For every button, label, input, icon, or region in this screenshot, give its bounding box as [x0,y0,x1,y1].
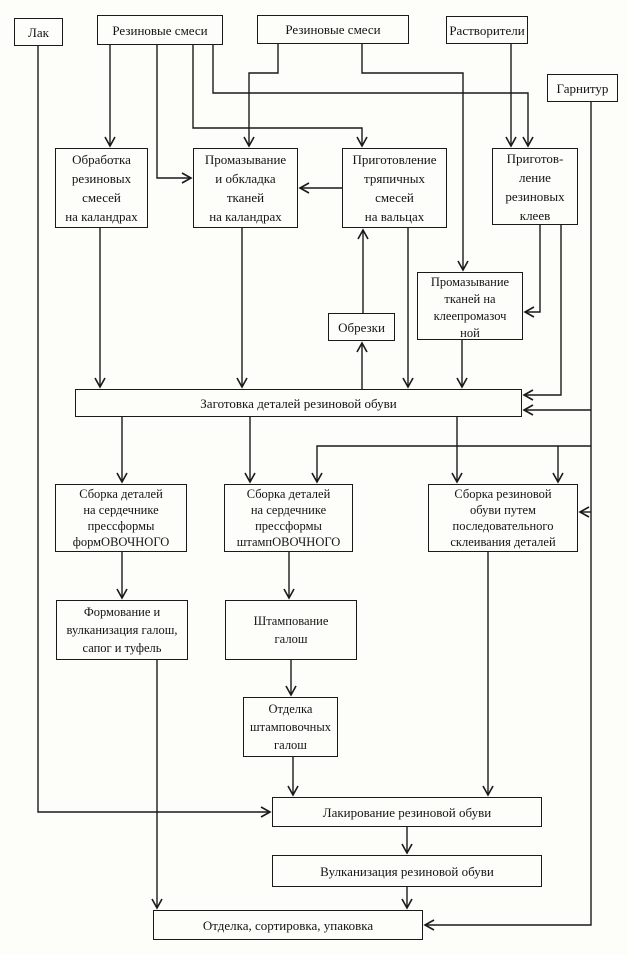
node-zagotovka-detaley: Заготовка деталей резиновой обуви [75,389,522,417]
edge-smesi1-prigotovlenie-kleev [212,45,534,148]
node-lak: Лак [14,18,63,46]
node-rezinovye-smesi-2: Резиновые смеси [257,15,409,44]
edge-lak-lakirovanie [37,46,272,818]
edge-smesi2-kleepromazochnaya [361,44,469,272]
node-shtampovanie-galosh: Штампование галош [225,600,357,660]
edge-garnitur-sborka2 [311,445,591,484]
node-lakirovanie: Лакирование резиновой обуви [272,797,542,827]
node-prigotovlenie-smesey: Приготовление тряпичных смесей на вальца… [342,148,447,228]
edge-kleev-zagotovka [522,225,562,401]
node-obrabotka-smesey: Обработка резиновых смесей на каландрах [55,148,148,228]
node-otdelka-sortirovka-upakovka: Отделка, сортировка, упаковка [153,910,423,940]
edge-smesi1-promazyvanie-side [156,45,193,184]
node-rastvoriteli: Растворители [446,16,528,44]
node-vulkanizatsiya: Вулканизация резиновой обуви [272,855,542,887]
edge-garnitur-otdelka-sortirovka [423,102,592,931]
node-sborka-skleivaniem: Сборка резиновой обуви путем последовате… [428,484,578,552]
node-promazyvanie-kleepromazochnaya: Промазывание тканей на клеепромазоч ной [417,272,523,340]
node-sborka-formovochnogo: Сборка деталей на сердечнике прессформы … [55,484,187,552]
node-prigotovlenie-kleev: Приготов- ление резиновых клеев [492,148,578,225]
node-otdelka-shtampovochnykh: Отделка штамповочных галош [243,697,338,757]
node-garnitur: Гарнитур [547,74,618,102]
edge-smesi2-promazyvanie-top [243,44,279,148]
node-promazyvanie-obkladka: Промазывание и обкладка тканей на каланд… [193,148,298,228]
node-rezinovye-smesi-1: Резиновые смеси [97,15,223,45]
node-formovanie-vulkanizatsiya: Формование и вулканизация галош, сапог и… [56,600,188,660]
edge-kleev-kleepromazochnaya [523,225,541,318]
node-sborka-shtampovochnogo: Сборка деталей на сердечнике прессформы … [224,484,353,552]
node-obrezki: Обрезки [328,313,395,341]
edge-smesi1-prigotovlenie-smesey [192,45,368,148]
